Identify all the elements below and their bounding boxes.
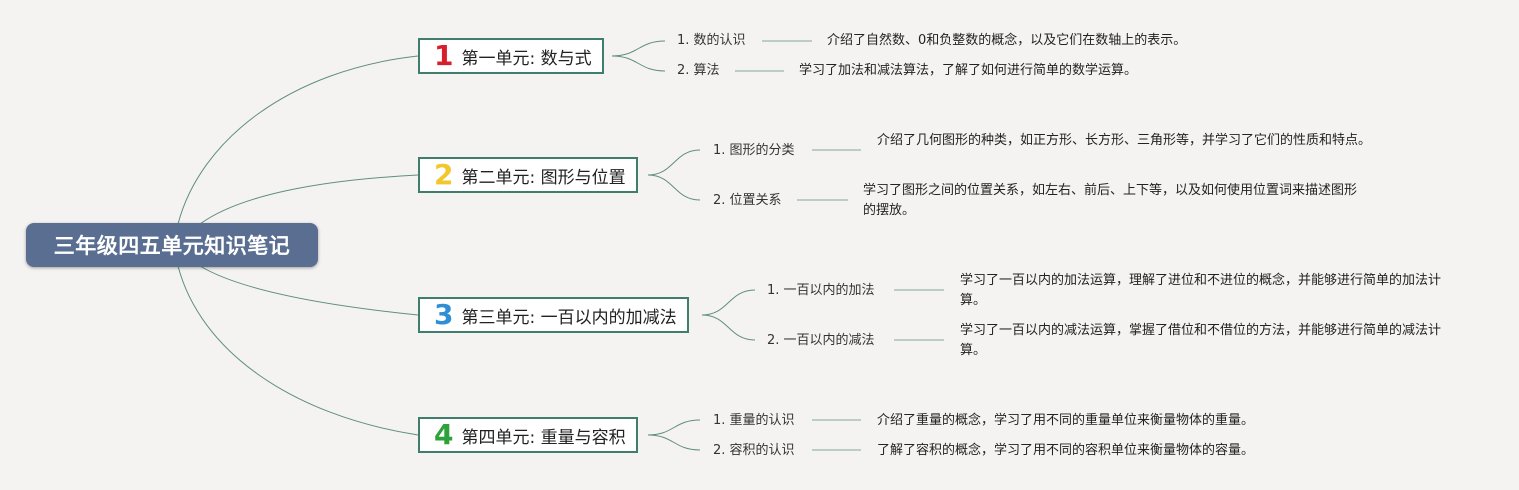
root-to-unit-link bbox=[199, 265, 419, 316]
topic-description: 介绍了重量的概念，学习了用不同的重量单位来衡量物体的重量。 bbox=[877, 413, 1255, 428]
topic-node[interactable]: 1. 数的认识 bbox=[677, 33, 746, 48]
topic-description: 介绍了几何图形的种类，如正方形、长方形、三角形等，并学习了它们的性质和特点。 bbox=[877, 133, 1372, 148]
root-to-unit-link bbox=[199, 174, 419, 225]
topic-node[interactable]: 2. 容积的认识 bbox=[713, 443, 795, 458]
unit-node-3[interactable]: 3 第三单元: 一百以内的加减法 bbox=[418, 297, 689, 333]
unit-to-topic-link bbox=[647, 174, 701, 201]
unit-title: 第三单元: 一百以内的加减法 bbox=[461, 307, 677, 328]
unit-node-1[interactable]: 1 第一单元: 数与式 bbox=[418, 38, 604, 74]
topic-description: 了解了容积的概念，学习了用不同的容积单位来衡量物体的容量。 bbox=[877, 443, 1255, 458]
topic-description: 学习了加法和减法算法，了解了如何进行简单的数学运算。 bbox=[799, 63, 1138, 78]
topic-description: 学习了图形之间的位置关系，如左右、前后、上下等，以及如何使用位置词来描述图形的摆… bbox=[863, 183, 1358, 218]
topic-node[interactable]: 1. 图形的分类 bbox=[713, 143, 795, 158]
unit-title: 第二单元: 图形与位置 bbox=[461, 167, 626, 188]
unit-node-2[interactable]: 2 第二单元: 图形与位置 bbox=[418, 157, 638, 193]
unit-to-topic-link bbox=[701, 314, 756, 341]
root-title: 三年级四五单元知识笔记 bbox=[53, 234, 291, 258]
unit-to-topic-link bbox=[611, 40, 666, 57]
unit-number-badge: 1 bbox=[434, 39, 454, 72]
unit-title: 第四单元: 重量与容积 bbox=[461, 427, 626, 448]
unit-number-badge: 3 bbox=[434, 298, 454, 331]
root-to-unit-link bbox=[177, 55, 419, 225]
unit-number-badge: 2 bbox=[434, 158, 454, 191]
unit-node-4[interactable]: 4 第四单元: 重量与容积 bbox=[418, 417, 638, 453]
unit-to-topic-link bbox=[647, 149, 701, 176]
unit-to-topic-link bbox=[647, 434, 701, 451]
topic-node[interactable]: 1. 一百以内的加法 bbox=[767, 283, 875, 298]
unit-title: 第一单元: 数与式 bbox=[461, 48, 592, 69]
root-node[interactable]: 三年级四五单元知识笔记 bbox=[26, 223, 318, 267]
topic-node[interactable]: 2. 位置关系 bbox=[713, 193, 782, 208]
unit-number-badge: 4 bbox=[434, 418, 454, 451]
unit-to-topic-link bbox=[647, 419, 701, 436]
unit-to-topic-link bbox=[701, 289, 756, 316]
root-to-unit-link bbox=[177, 265, 419, 436]
topic-node[interactable]: 1. 重量的认识 bbox=[713, 413, 795, 428]
topic-description: 学习了一百以内的减法运算，掌握了借位和不借位的方法，并能够进行简单的减法计算。 bbox=[960, 323, 1442, 358]
topic-node[interactable]: 2. 算法 bbox=[677, 63, 720, 78]
unit-to-topic-link bbox=[611, 55, 666, 72]
topic-description: 学习了一百以内的加法运算，理解了进位和不进位的概念，并能够进行简单的加法计算。 bbox=[960, 273, 1442, 308]
topic-node[interactable]: 2. 一百以内的减法 bbox=[767, 333, 875, 348]
topic-description: 介绍了自然数、0和负整数的概念，以及它们在数轴上的表示。 bbox=[827, 33, 1187, 48]
